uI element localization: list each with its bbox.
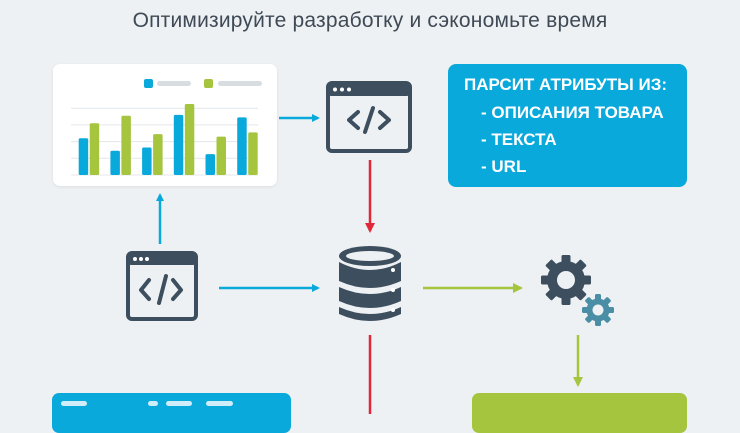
- legend-swatch-blue: [144, 79, 153, 88]
- bar: [237, 117, 247, 175]
- subtitle: Оптимизируйте разработку и сэкономьте вр…: [132, 9, 608, 32]
- gear-tooth: [585, 314, 594, 323]
- bar-chart: [71, 79, 262, 176]
- info-item: - URL: [481, 157, 527, 176]
- gear-tooth: [585, 297, 594, 306]
- gear-tooth: [595, 294, 601, 301]
- legend-label-placeholder: [157, 81, 191, 86]
- bar: [121, 115, 131, 175]
- gear-tooth: [574, 288, 587, 301]
- bar-chart-card: [53, 64, 277, 186]
- code-window-icon: [126, 251, 198, 321]
- database-icon: [339, 246, 401, 321]
- bar: [153, 134, 163, 175]
- gear-tooth: [581, 275, 591, 285]
- info-box-title: ПАРСИТ АТРИБУТЫ ИЗ:: [464, 75, 668, 94]
- gear-tooth: [607, 307, 614, 313]
- gears-icon: [541, 255, 614, 326]
- gear-tooth: [602, 297, 611, 306]
- bar: [205, 154, 215, 175]
- bar: [110, 150, 120, 175]
- gear-tooth: [574, 259, 587, 272]
- bar: [173, 114, 184, 175]
- info-item: - ОПИСАНИЯ ТОВАРА: [481, 103, 664, 122]
- gear-tooth: [541, 275, 551, 285]
- diagram-layer: [126, 81, 614, 414]
- bar: [89, 123, 100, 175]
- bar: [248, 132, 258, 175]
- bar: [184, 104, 195, 175]
- info-item: - ТЕКСТА: [481, 130, 557, 149]
- legend-swatch-green: [204, 79, 213, 88]
- gear-tooth: [582, 307, 589, 313]
- gear-tooth: [602, 314, 611, 323]
- bar: [142, 147, 152, 175]
- bar: [216, 136, 226, 175]
- bar: [78, 138, 89, 175]
- info-box: ПАРСИТ АТРИБУТЫ ИЗ: - ОПИСАНИЯ ТОВАРА - …: [448, 64, 687, 187]
- gear-tooth: [595, 319, 601, 326]
- code-window-icon: [326, 81, 412, 153]
- gear-tooth: [545, 259, 558, 272]
- legend-label-placeholder: [218, 81, 262, 86]
- gear-tooth: [545, 288, 558, 301]
- gear-tooth: [561, 295, 571, 305]
- gear-tooth: [561, 255, 571, 265]
